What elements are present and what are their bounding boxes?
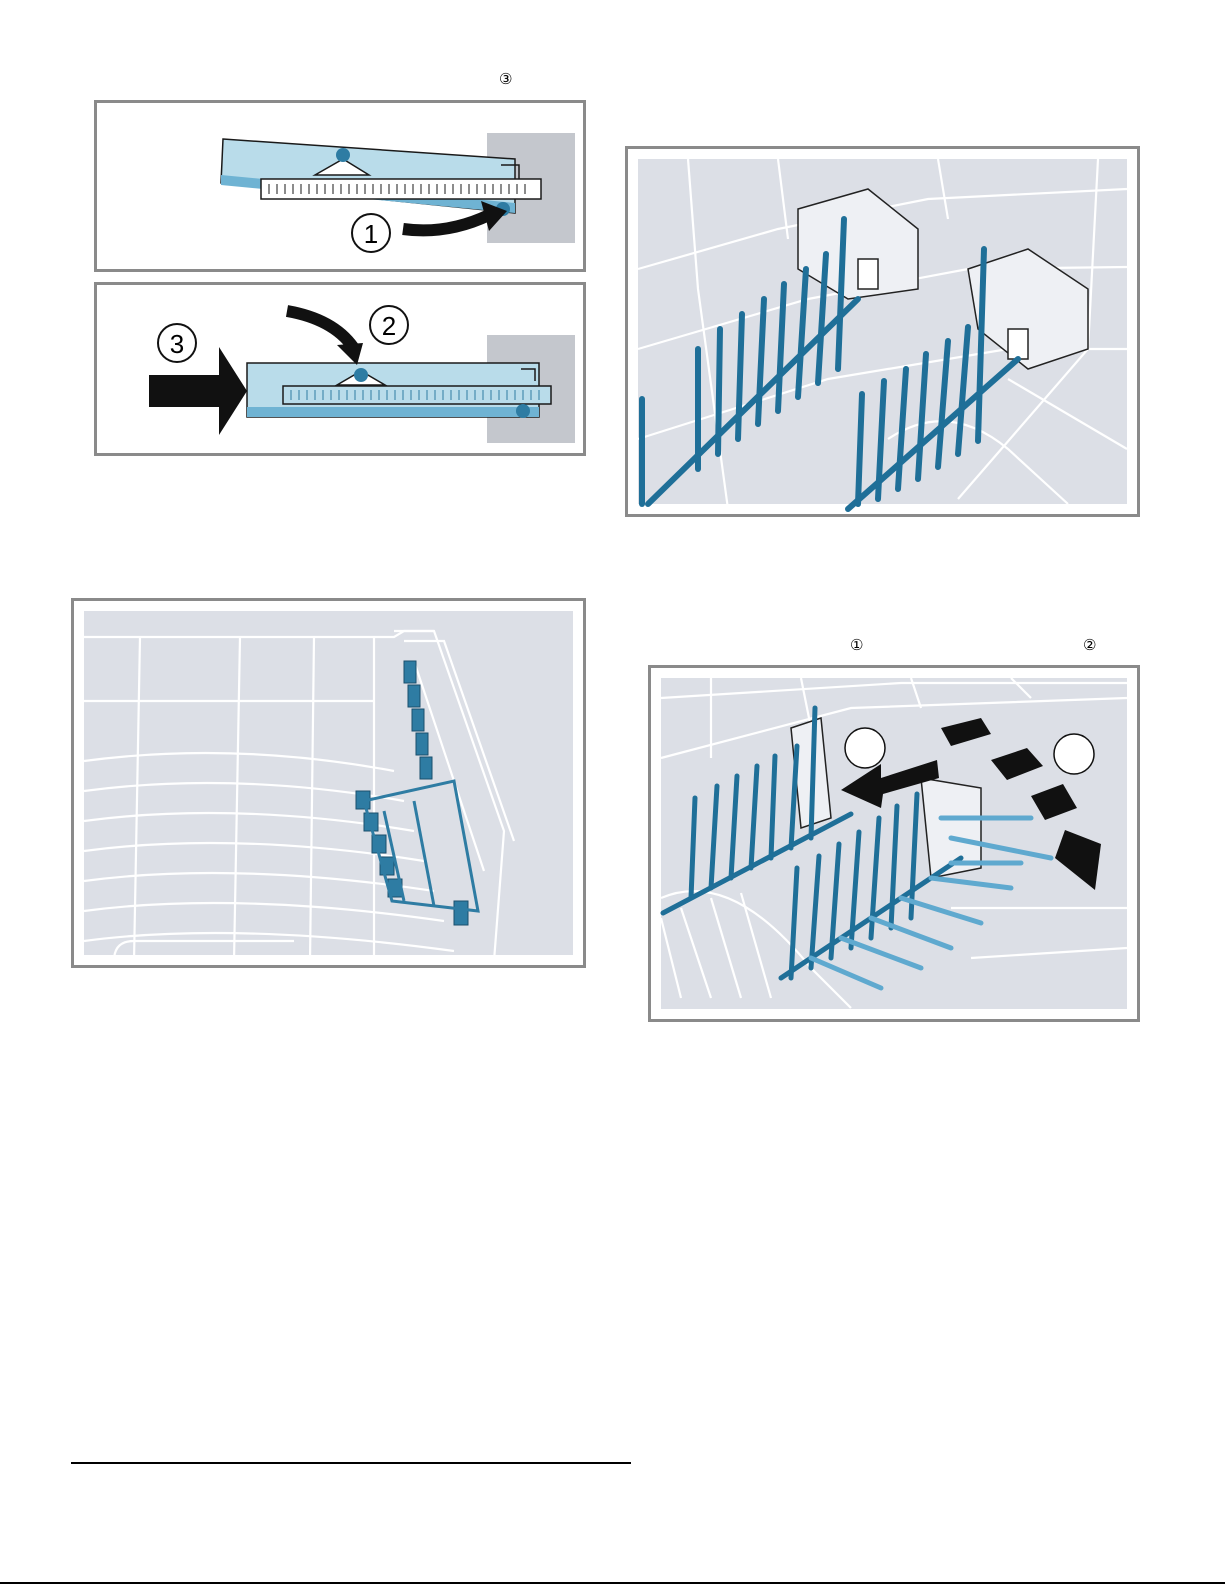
- figure-hook-step-1-drawing: 1: [97, 103, 583, 269]
- press-arrow-body: [287, 311, 353, 347]
- press-arrow-head: [337, 343, 363, 365]
- step-3-label: 3: [170, 329, 184, 359]
- rail: [261, 179, 541, 199]
- pivot-pin: [354, 368, 368, 382]
- page-bottom-rule: [0, 1582, 1225, 1584]
- step-1-label: 1: [364, 219, 378, 249]
- step-2-label: 2: [382, 311, 396, 341]
- latch-pin: [516, 404, 530, 418]
- footnote-rule: [71, 1462, 631, 1464]
- step-2-badge: [1054, 734, 1094, 774]
- step-1-badge: [845, 728, 885, 768]
- push-arrow: [149, 347, 247, 435]
- figure-hook-steps-2-3-drawing: 3 2: [97, 285, 583, 453]
- step-marker-2: ②: [1083, 638, 1096, 653]
- pivot-pin: [336, 148, 350, 162]
- figure-tines-release: [648, 665, 1140, 1022]
- figure-hook-step-1: 1: [94, 100, 586, 272]
- step-marker-3: ③: [499, 72, 512, 87]
- figure-hook-steps-2-3: 3 2: [94, 282, 586, 456]
- figure-tines-release-drawing: [651, 668, 1137, 1019]
- figure-tines-folded: [71, 598, 586, 968]
- step-marker-1: ①: [850, 638, 863, 653]
- rotate-arrow-body: [403, 215, 489, 230]
- figure-tines-folded-drawing: [74, 601, 583, 965]
- figure-tine-racks-upright: [625, 146, 1140, 517]
- rack-part-edge: [247, 407, 539, 417]
- figure-tine-racks-drawing: [628, 149, 1137, 514]
